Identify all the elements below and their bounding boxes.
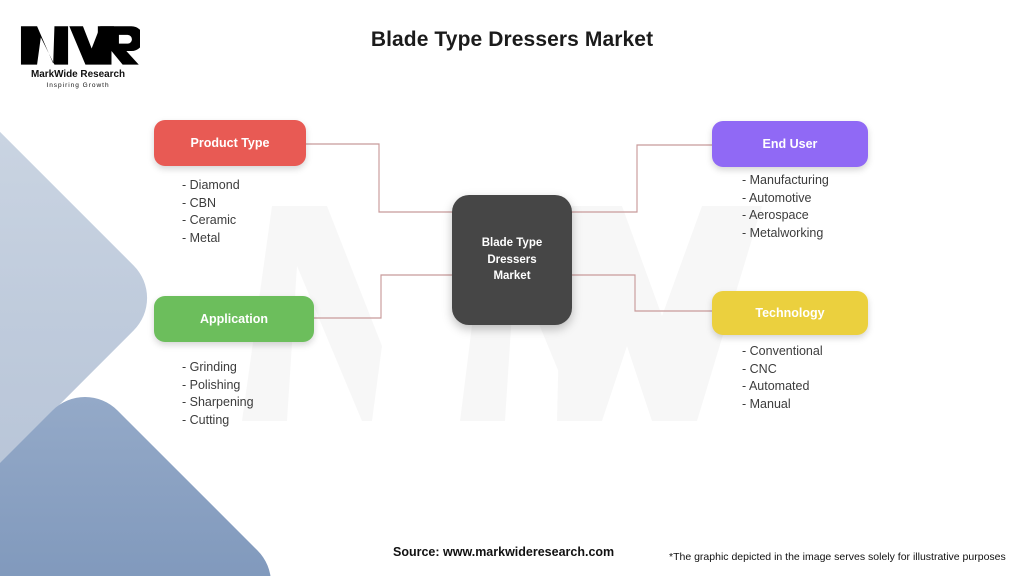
connector-application — [314, 274, 452, 319]
node-application-label: Application — [199, 312, 269, 326]
node-center-market[interactable]: Blade Type Dressers Market — [452, 195, 572, 325]
list-item: - Conventional — [742, 344, 823, 358]
node-technology-label: Technology — [755, 306, 825, 320]
list-item: - Grinding — [182, 360, 237, 374]
list-item: - CBN — [182, 195, 217, 210]
list-technology: - Conventional - CNC - Automated - Manua… — [742, 343, 823, 413]
list-item: - Diamond — [182, 178, 240, 192]
list-product-type: - Diamond - CBN - Ceramic - Metal — [182, 177, 240, 247]
node-product-type[interactable]: Product Type — [154, 120, 306, 166]
node-technology[interactable]: Technology — [712, 291, 868, 335]
list-end-user: - Manufacturing - Automotive - Aerospace… — [742, 172, 829, 242]
list-item: - Metalworking — [742, 225, 824, 240]
logo-company-text: MarkWide Research — [31, 69, 125, 80]
list-item: - Automated — [742, 379, 810, 393]
center-title-line1: Blade Type Dressers — [481, 236, 543, 266]
list-application: - Grinding - Polishing - Sharpening - Cu… — [182, 359, 254, 429]
list-item: - Sharpening — [182, 395, 254, 409]
list-item: - Aerospace — [742, 208, 809, 222]
list-item: - Polishing — [182, 377, 241, 392]
source-text: Source: www.markwideresearch.com — [393, 545, 615, 559]
connector-end-user — [572, 144, 712, 213]
center-title-line2: Market — [493, 270, 531, 283]
node-end-user-label: End User — [762, 137, 818, 151]
list-item: - Manual — [742, 396, 791, 411]
company-logo: MarkWide Research Inspiring Growth — [16, 20, 140, 92]
list-item: - Metal — [182, 230, 221, 245]
node-application[interactable]: Application — [154, 296, 314, 342]
list-item: - Ceramic — [182, 213, 237, 227]
connector-technology — [572, 274, 712, 312]
page-title: Blade Type Dressers Market — [370, 28, 654, 51]
node-product-type-label: Product Type — [190, 136, 270, 150]
connector-product-type — [306, 143, 452, 213]
node-end-user[interactable]: End User — [712, 121, 868, 167]
list-item: - Automotive — [742, 190, 812, 205]
list-item: - Manufacturing — [742, 173, 829, 187]
list-item: - CNC — [742, 361, 777, 376]
disclaimer-text: *The graphic depicted in the image serve… — [669, 551, 1006, 563]
logo-tagline-text: Inspiring Growth — [46, 82, 109, 89]
list-item: - Cutting — [182, 412, 230, 427]
mwr-watermark — [232, 196, 792, 426]
